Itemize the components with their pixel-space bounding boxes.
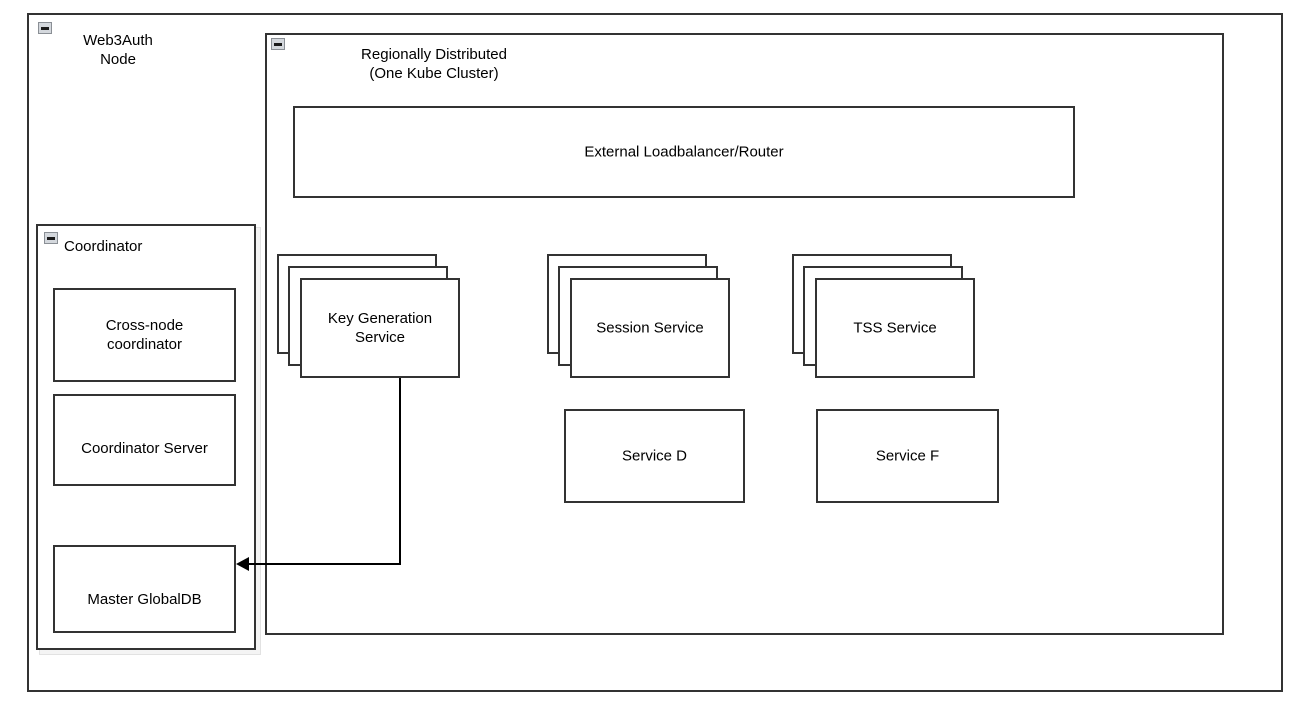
- cross-node-coordinator-box[interactable]: Cross-node coordinator: [53, 288, 236, 382]
- collapse-minus-icon-coordinator[interactable]: [44, 232, 58, 244]
- connector-keygen-to-globaldb-horizontal: [248, 563, 401, 565]
- master-globaldb-box[interactable]: Master GlobalDB: [53, 545, 236, 633]
- web3auth-node-title: Web3Auth Node: [83, 32, 153, 68]
- tss-service-label: TSS Service: [853, 319, 937, 337]
- tss-service-replica-1[interactable]: TSS Service: [815, 278, 975, 378]
- session-service-stack[interactable]: Session Service: [547, 254, 730, 378]
- key-generation-service-replica-1[interactable]: Key Generation Service: [300, 278, 460, 378]
- key-generation-service-stack[interactable]: Key Generation Service: [277, 254, 460, 378]
- tss-service-stack[interactable]: TSS Service: [792, 254, 975, 378]
- cross-node-coordinator-label: Cross-node coordinator: [105, 317, 184, 353]
- service-f-box[interactable]: Service F: [816, 409, 999, 503]
- service-d-label: Service D: [621, 447, 688, 465]
- coordinator-server-label: Coordinator Server: [81, 440, 208, 457]
- external-loadbalancer-router-box[interactable]: External Loadbalancer/Router: [293, 106, 1075, 198]
- service-d-box[interactable]: Service D: [564, 409, 745, 503]
- service-f-label: Service F: [875, 447, 940, 465]
- collapse-minus-icon-web3auth-node[interactable]: [38, 22, 52, 34]
- external-loadbalancer-router-label: External Loadbalancer/Router: [584, 143, 784, 161]
- collapse-minus-icon-kube-cluster[interactable]: [271, 38, 285, 50]
- session-service-replica-1[interactable]: Session Service: [570, 278, 730, 378]
- coordinator-title: Coordinator: [64, 238, 143, 255]
- session-service-label: Session Service: [596, 319, 704, 337]
- connector-keygen-to-globaldb-arrowhead: [236, 557, 249, 571]
- connector-keygen-to-globaldb-vertical: [399, 378, 401, 565]
- key-generation-service-label: Key Generation Service: [327, 310, 433, 346]
- coordinator-server-box[interactable]: Coordinator Server: [53, 394, 236, 486]
- kube-cluster-title: Regionally Distributed (One Kube Cluster…: [361, 46, 507, 82]
- master-globaldb-label: Master GlobalDB: [87, 591, 202, 608]
